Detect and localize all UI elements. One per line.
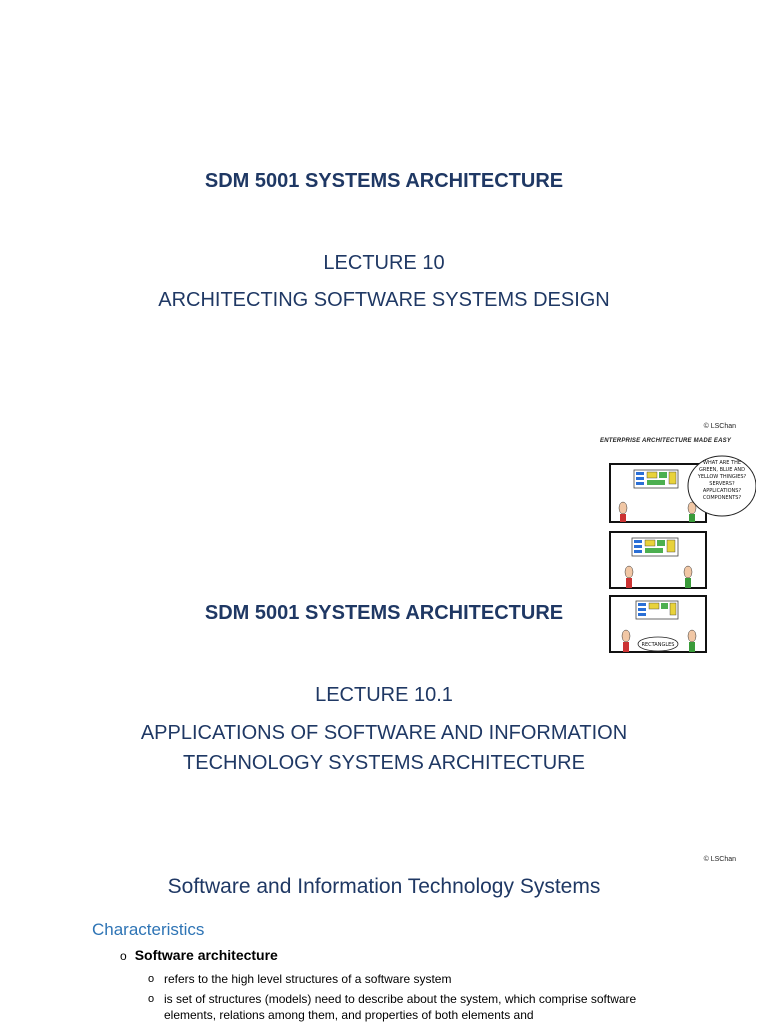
sub-bullet-marker: o (148, 993, 155, 1005)
lecture-topic-line2: TECHNOLOGY SYSTEMS ARCHITECTURE (183, 752, 585, 774)
svg-text:GREEN, BLUE AND: GREEN, BLUE AND (699, 467, 745, 473)
sub-bullet-marker: o (148, 973, 155, 985)
characteristics-heading: Characteristics (92, 920, 205, 939)
sub-bullet-2: o is set of structures (models) need to … (148, 991, 668, 1023)
svg-text:YELLOW THINGIES?: YELLOW THINGIES? (697, 474, 747, 480)
course-title-1: SDM 5001 SYSTEMS ARCHITECTURE (204, 170, 564, 192)
svg-text:SERVERS?: SERVERS? (709, 481, 735, 487)
cartoon-caption: ENTERPRISE ARCHITECTURE MADE EASY (600, 438, 732, 444)
lecture-topic-line1: APPLICATIONS OF SOFTWARE AND INFORMATION (140, 722, 628, 744)
bullet-marker: o (120, 949, 127, 963)
lecture-number-1: LECTURE 10 (323, 252, 445, 274)
svg-text:WHAT ARE THE: WHAT ARE THE (703, 460, 741, 466)
bullet-text: Software architecture (134, 947, 278, 963)
copyright-notice-1: © LSChan (703, 423, 736, 430)
enterprise-architecture-cartoon: ENTERPRISE ARCHITECTURE MADE EASY WHAT A… (596, 436, 756, 658)
copyright-notice-2: © LSChan (703, 856, 736, 863)
diagram-board-icon (633, 469, 679, 489)
bullet-software-architecture: o Software architecture (120, 947, 278, 963)
section-title: Software and Information Technology Syst… (167, 875, 601, 898)
cartoon-illustration: WHAT ARE THE GREEN, BLUE AND YELLOW THIN… (609, 455, 756, 653)
svg-text:RECTANGLES: RECTANGLES (642, 642, 675, 648)
lecture-topic-1: ARCHITECTING SOFTWARE SYSTEMS DESIGN (158, 289, 610, 311)
svg-text:APPLICATIONS?: APPLICATIONS? (703, 488, 742, 494)
svg-text:COMPONENTS?: COMPONENTS? (703, 495, 742, 501)
course-title-2: SDM 5001 SYSTEMS ARCHITECTURE (204, 602, 564, 624)
sub-bullet-text: refers to the high level structures of a… (164, 972, 452, 986)
sub-bullet-1: o refers to the high level structures of… (148, 971, 668, 987)
sub-bullet-text: is set of structures (models) need to de… (164, 992, 637, 1022)
lecture-number-2: LECTURE 10.1 (315, 684, 453, 706)
